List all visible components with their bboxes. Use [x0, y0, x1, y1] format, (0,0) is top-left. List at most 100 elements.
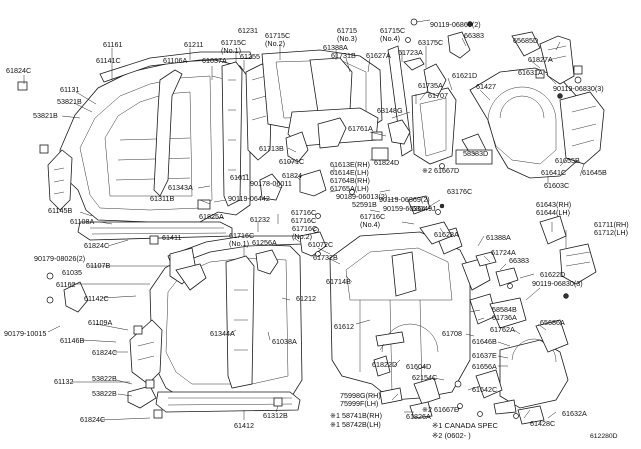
label-61632a[interactable]: 61632A — [562, 409, 587, 418]
label-61736a[interactable]: 61736A — [492, 313, 517, 322]
label-61388a-right[interactable]: 61388A — [486, 233, 511, 242]
label-63175c[interactable]: 63175C — [418, 38, 443, 47]
label-61411[interactable]: 61411 — [162, 233, 181, 242]
label-61716c-no1[interactable]: 61716C — [229, 231, 254, 240]
label-61388a[interactable]: 61388A — [323, 43, 348, 52]
label-61614e-lh[interactable]: 61614E(LH) — [330, 168, 369, 177]
label-61824c-top[interactable]: 61824C — [6, 66, 31, 75]
label-61715c-no4[interactable]: 61715C — [380, 26, 405, 35]
label-61713b[interactable]: 61713B — [259, 144, 284, 153]
label-61642c[interactable]: 61642C — [472, 385, 497, 394]
label-90119-06830-top[interactable]: 90119-06830(3) — [553, 84, 604, 93]
label-61141c[interactable]: 61141C — [96, 56, 121, 65]
label-2-61667d-lower[interactable]: ※2 61667D — [422, 405, 459, 414]
label-75999f-lh[interactable]: 75999F(LH) — [340, 399, 378, 408]
label-61038a[interactable]: 61038A — [272, 337, 297, 346]
label-61071c[interactable]: 61071C — [279, 157, 304, 166]
label-52591b[interactable]: 52591B — [352, 200, 377, 209]
label-61824[interactable]: 61824 — [282, 171, 302, 180]
label-61621d[interactable]: 61621D — [452, 71, 477, 80]
label-63149j[interactable]: 63149J — [412, 204, 436, 213]
label-61145b[interactable]: 61145B — [48, 206, 72, 215]
label-61765a-lh[interactable]: 61765A(LH) — [330, 184, 369, 193]
label-61822d[interactable]: 61822D — [372, 360, 397, 369]
label-61344a[interactable]: 61344A — [210, 329, 235, 338]
label-61628a[interactable]: 61628A — [434, 230, 459, 239]
label-61637e[interactable]: 61637E — [472, 351, 497, 360]
label-61644-lh[interactable]: 61644(LH) — [536, 208, 570, 217]
label-61655b[interactable]: 61655B — [555, 156, 580, 165]
label-61604d[interactable]: 61604D — [406, 362, 431, 371]
label-61715-no3[interactable]: 61715 — [337, 26, 357, 35]
label-61131[interactable]: 61131 — [60, 85, 79, 94]
label-61427[interactable]: 61427 — [476, 82, 496, 91]
label-61212[interactable]: 61212 — [296, 294, 316, 303]
label-65685d[interactable]: 65685D — [513, 36, 538, 45]
label-61146b[interactable]: 61146B — [60, 336, 84, 345]
label-61162[interactable]: 61162 — [56, 280, 75, 289]
label-61716c-a[interactable]: 61716C — [291, 208, 316, 217]
label-61211[interactable]: 61211 — [184, 40, 203, 49]
label-61707[interactable]: 61707 — [428, 91, 448, 100]
label-90119-06830-mid[interactable]: 90119-06830(3) — [532, 279, 583, 288]
label-61612[interactable]: 61612 — [334, 322, 354, 331]
label-61715c-no2[interactable]: 61715C — [265, 31, 290, 40]
label-61724a[interactable]: 61724A — [491, 248, 516, 257]
label-61716c-no2[interactable]: 61716C — [292, 224, 317, 233]
label-61311b[interactable]: 61311B — [150, 194, 174, 203]
label-61646b[interactable]: 61646B — [472, 337, 497, 346]
label-61613e-rh[interactable]: 61613E(RH) — [330, 160, 370, 169]
label-90178-06011[interactable]: 90178-06011 — [250, 179, 292, 188]
label-61108a[interactable]: 61108A — [70, 217, 94, 226]
label-61826a[interactable]: 61826A — [406, 412, 431, 421]
label-61825a[interactable]: 61825A — [199, 212, 224, 221]
label-61732b[interactable]: 61732B — [313, 253, 338, 262]
label-61132[interactable]: 61132 — [54, 377, 73, 386]
label-61255[interactable]: 61255 — [240, 52, 260, 61]
label-61827a[interactable]: 61827A — [528, 55, 553, 64]
label-90119-06869-top[interactable]: 90119-06869(2) — [430, 20, 481, 29]
label-61142c[interactable]: 61142C — [84, 294, 109, 303]
label-61716c-no4[interactable]: 61716C — [360, 212, 385, 221]
label-61711-rh[interactable]: 61711(RH) — [594, 220, 629, 229]
label-58584b[interactable]: 58584B — [492, 305, 517, 314]
label-61611[interactable]: 61611 — [230, 173, 249, 182]
label-61824c-mid[interactable]: 61824C — [84, 241, 109, 250]
label-61764b-rh[interactable]: 61764B(RH) — [330, 176, 370, 185]
label-61643-rh[interactable]: 61643(RH) — [536, 200, 571, 209]
label-61343a[interactable]: 61343A — [168, 183, 193, 192]
label-61761a[interactable]: 61761A — [348, 124, 373, 133]
label-53822b-lower[interactable]: 53822B — [92, 389, 117, 398]
label-90179-10015[interactable]: 90179-10015 — [4, 329, 46, 338]
label-90159-60364[interactable]: 90159-60364 — [383, 204, 425, 213]
label-61161[interactable]: 61161 — [103, 40, 122, 49]
label-53821b-upper[interactable]: 53821B — [57, 97, 82, 106]
label-61723a[interactable]: 61723A — [398, 48, 423, 57]
label-63176c[interactable]: 63176C — [447, 187, 472, 196]
label-61037a[interactable]: 61037A — [202, 56, 227, 65]
label-58383d[interactable]: 58383D — [463, 149, 488, 158]
label-61645b[interactable]: 61645B — [582, 168, 607, 177]
label-90189-06013[interactable]: 90189-06013(2) — [336, 192, 387, 201]
label-61627a[interactable]: 61627A — [366, 51, 391, 60]
label-61631a[interactable]: 61631A — [518, 68, 543, 77]
label-61109a[interactable]: 61109A — [88, 318, 112, 327]
label-61232[interactable]: 61232 — [250, 215, 270, 224]
label-61428c[interactable]: 61428C — [530, 419, 555, 428]
label-61708[interactable]: 61708 — [442, 329, 462, 338]
label-61641c[interactable]: 61641C — [541, 168, 566, 177]
label-61072c[interactable]: 61072C — [308, 240, 333, 249]
label-62154c[interactable]: 62154C — [412, 373, 437, 382]
label-90119-06869-mid[interactable]: 90119-06869(2) — [379, 195, 430, 204]
label-61824c-lower[interactable]: 61824C — [92, 348, 117, 357]
label-61656a[interactable]: 61656A — [472, 362, 497, 371]
label-61731b[interactable]: 61731B — [331, 51, 356, 60]
label-75998g-rh[interactable]: 75998G(RH) — [340, 391, 381, 400]
label-61824c-bottom[interactable]: 61824C — [80, 415, 105, 424]
label-61762a[interactable]: 61762A — [490, 325, 515, 334]
label-61824d[interactable]: 61824D — [374, 158, 399, 167]
label-61035[interactable]: 61035 — [62, 268, 82, 277]
label-53821b-lower[interactable]: 53821B — [33, 111, 58, 120]
label-61412[interactable]: 61412 — [234, 421, 254, 430]
label-61106a[interactable]: 61106A — [163, 56, 187, 65]
